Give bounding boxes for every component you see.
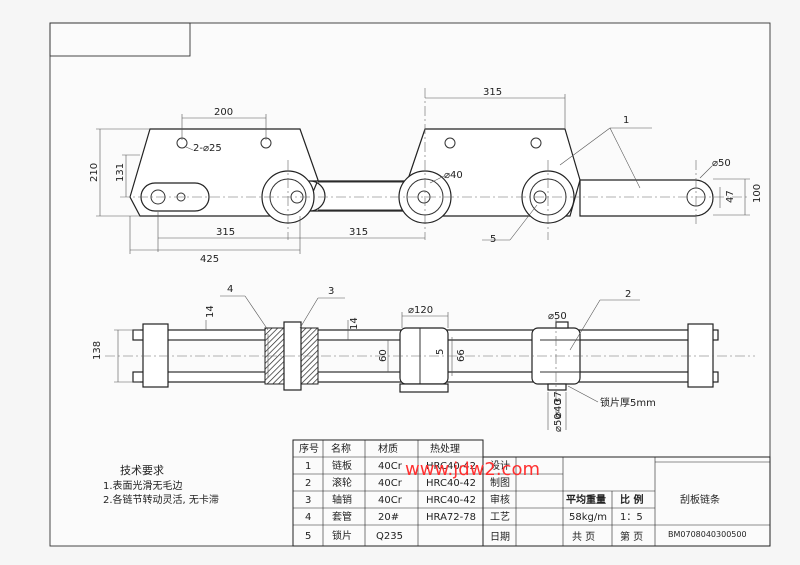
dim-47: 47 [725, 190, 736, 203]
table-cell: HRC40-42 [426, 495, 476, 506]
table-cell: 滚轮 [332, 476, 352, 489]
scale-value: 1：5 [620, 512, 643, 523]
dim-phi50-top: ⌀50 [548, 311, 567, 322]
code-box [49, 22, 191, 57]
parts-table: 序号 名称 材质 热处理 1 链板 40Cr HRC40-42 2 滚轮 40C… [292, 439, 484, 547]
lock-plate [547, 383, 567, 391]
table-cell: HRA72-78 [426, 512, 476, 523]
total-pages-label: 共 页 [572, 531, 595, 543]
drawing-code: BM0708040300500 [668, 530, 747, 539]
dim-315-top: 315 [483, 87, 502, 98]
table-cell: 5 [305, 531, 311, 542]
table-cell: HRC40-42 [426, 478, 476, 489]
dim-5: 5 [435, 349, 446, 355]
dim-holes: 2-⌀25 [193, 143, 222, 154]
dim-14-b: 14 [349, 317, 360, 330]
scale-label: 比 例 [620, 493, 643, 506]
outer-link-bar-right [579, 179, 714, 217]
dim-138: 138 [92, 341, 103, 360]
table-cell: 3 [305, 495, 311, 506]
table-cell: 40Cr [378, 461, 403, 472]
dim-phi50-bottom: ⌀50 [553, 413, 564, 432]
watermark: www.jdw2.com [405, 459, 540, 480]
lock-plate [555, 321, 569, 329]
dim-131: 131 [115, 163, 126, 182]
end-cap-left [142, 323, 169, 388]
dim-60: 60 [378, 349, 389, 362]
drawing-frame [49, 22, 771, 547]
top-view: 138 14 14 ⌀120 60 5 66 ⌀50 37 ⌀40 ⌀50 锁片… [92, 284, 755, 432]
table-cell: 40Cr [378, 495, 403, 506]
role-draw: 制图 [490, 476, 510, 489]
callout-3: 3 [328, 286, 334, 297]
dim-210: 210 [89, 163, 100, 182]
callout-1: 1 [623, 115, 629, 126]
header-name: 名称 [331, 442, 351, 455]
note-2: 2.各链节转动灵活, 无卡滞 [103, 493, 219, 506]
lock-plate-note: 锁片厚5mm [600, 396, 656, 409]
table-cell: 40Cr [378, 478, 403, 489]
dim-315-a: 315 [216, 227, 235, 238]
dim-315-b: 315 [349, 227, 368, 238]
plate-hole [530, 137, 542, 149]
callout-2: 2 [625, 289, 631, 300]
dim-phi40: ⌀40 [444, 170, 463, 181]
role-design: 设计 [490, 459, 510, 472]
dim-phi120: ⌀120 [408, 305, 433, 316]
page-label: 第 页 [620, 530, 643, 543]
notes-title: 技术要求 [120, 464, 164, 477]
table-cell: 轴销 [332, 493, 352, 506]
note-1: 1.表面光滑无毛边 [103, 479, 183, 492]
table-cell: 20# [378, 512, 399, 523]
technical-notes: 技术要求 1.表面光滑无毛边 2.各链节转动灵活, 无卡滞 [103, 464, 219, 506]
callout-5: 5 [490, 234, 496, 245]
role-process: 工艺 [490, 511, 510, 523]
table-cell: Q235 [376, 531, 403, 542]
front-view: 200 315 2-⌀25 210 131 315 315 425 ⌀40 ⌀5… [89, 87, 763, 265]
lock-plate [399, 383, 449, 393]
dim-14-a: 14 [205, 305, 216, 318]
avg-weight-value: 58kg/m [569, 512, 607, 523]
drawing-name: 刮板链条 [680, 493, 720, 506]
table-cell: 锁片 [332, 529, 352, 542]
avg-weight-label: 平均重量 [566, 493, 606, 506]
dim-425: 425 [200, 254, 219, 265]
callout-4: 4 [227, 284, 233, 295]
table-cell: 套管 [332, 510, 352, 523]
dim-100: 100 [752, 184, 763, 203]
header-no: 序号 [299, 442, 319, 455]
role-date: 日期 [490, 531, 510, 543]
header-material: 材质 [378, 442, 398, 455]
dim-phi40-bottom: ⌀40 [553, 399, 564, 418]
table-cell: 1 [305, 461, 311, 472]
dim-37: 37 [553, 391, 564, 404]
header-heat: 热处理 [430, 442, 460, 455]
dim-phi50: ⌀50 [712, 158, 731, 169]
dim-200: 200 [214, 107, 233, 118]
table-cell: 4 [305, 512, 311, 523]
table-cell: 2 [305, 478, 311, 489]
table-cell: HRC40-42 [426, 461, 476, 472]
table-cell: 链板 [332, 459, 352, 472]
end-cap-right [687, 323, 714, 388]
dim-66: 66 [456, 349, 467, 362]
role-review: 审核 [490, 493, 510, 506]
title-block: 设计 制图 审核 工艺 日期 平均重量 比 例 58kg/m 1：5 共 页 第… [482, 456, 771, 547]
plate-hole [444, 137, 456, 149]
